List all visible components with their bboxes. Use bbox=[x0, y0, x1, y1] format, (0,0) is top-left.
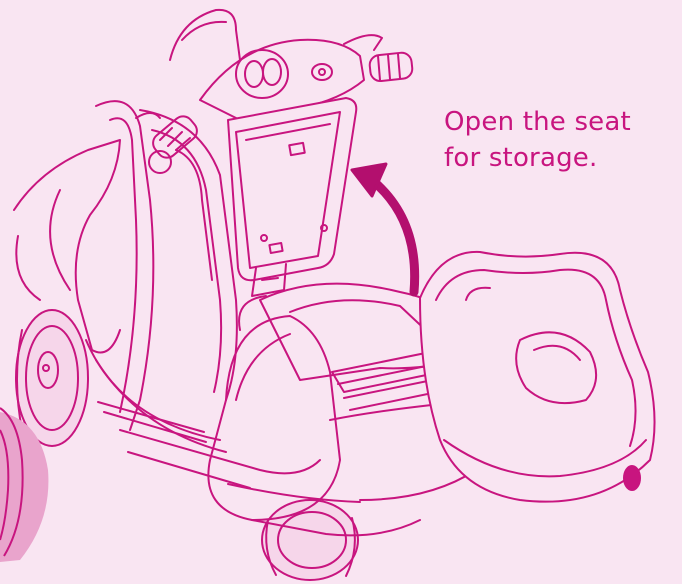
seat-lid bbox=[228, 98, 356, 296]
rear-basket bbox=[420, 252, 655, 502]
open-arrow-icon bbox=[352, 164, 415, 292]
instruction-line-2: for storage. bbox=[444, 140, 682, 176]
rear-wheel bbox=[262, 500, 358, 580]
instruction-line-1: Open the seat bbox=[444, 104, 682, 140]
instruction-text: Open the seat for storage. bbox=[444, 104, 682, 176]
